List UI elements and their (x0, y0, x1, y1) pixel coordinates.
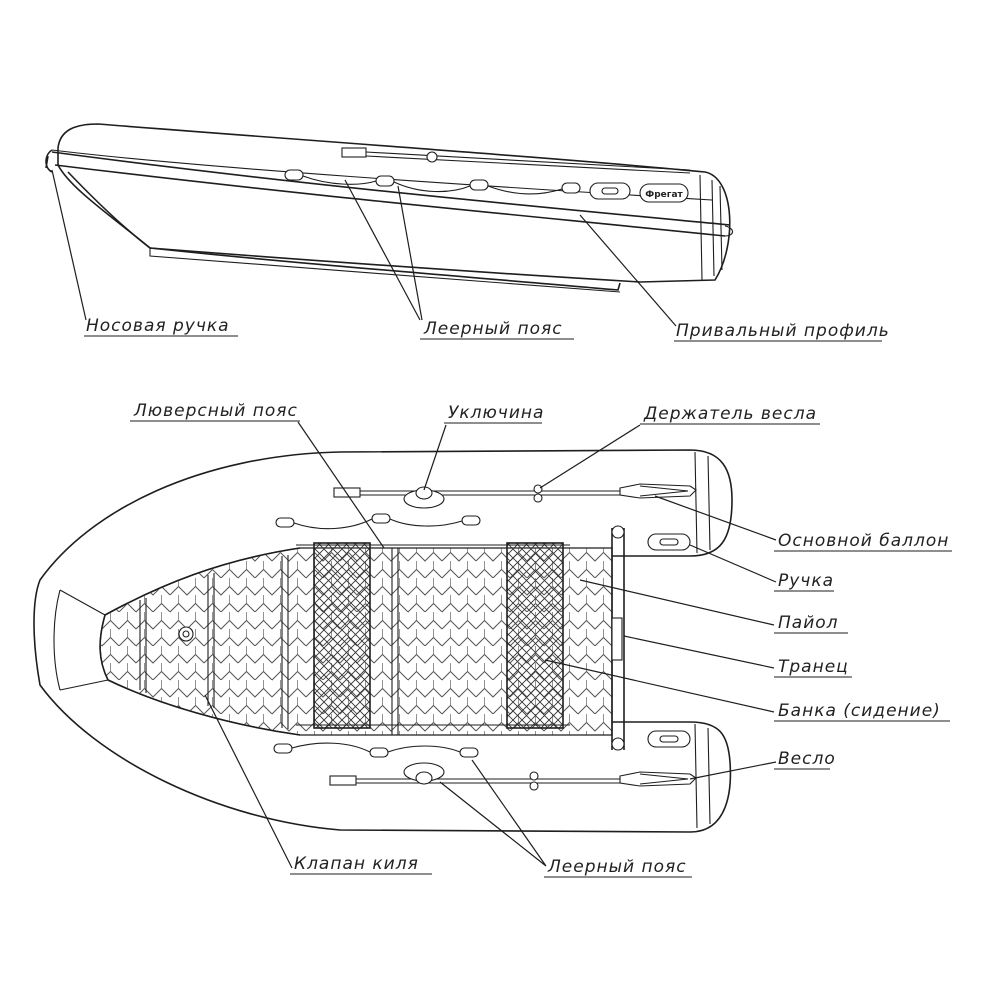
leader-bow-handle (51, 169, 87, 321)
label-grommet-belt: Люверсный пояс (133, 401, 298, 421)
side-view: Фрегат Носовая ручка Леерный пояс Привал… (45, 123, 890, 342)
side-oar-shaft (365, 151, 691, 174)
leader-floor (579, 579, 775, 626)
leader-oar (689, 761, 777, 780)
label-transom: Транец (778, 657, 849, 677)
label-oarlock: Уключина (448, 403, 544, 423)
label-main-tube: Основной баллон (778, 531, 949, 551)
keel-valve (178, 626, 194, 642)
label-bow-handle: Носовая ручка (86, 316, 230, 336)
oar-holder-bottom (529, 771, 539, 781)
side-oarlock (426, 151, 438, 163)
side-stern-cap (699, 174, 723, 281)
leader-transom (623, 635, 775, 669)
side-bow-handle (45, 149, 53, 173)
leader-handle (689, 544, 777, 583)
stern-caps (694, 451, 711, 829)
oarlock-top (403, 486, 445, 509)
oar-bottom (329, 771, 697, 787)
side-hull (67, 171, 621, 291)
leader-rub-strake (579, 214, 677, 327)
leader-grommet-belt (297, 421, 385, 549)
oar-top (333, 483, 697, 499)
side-logo-text: Фрегат (645, 190, 683, 200)
top-view: Люверсный пояс Уключина Держатель весла … (33, 401, 952, 878)
leader-keel-valve (204, 694, 293, 869)
lifeline-top-view (275, 513, 481, 530)
label-oar-holder: Держатель весла (643, 404, 817, 424)
bow-inner (53, 589, 109, 691)
leader-oarlock (423, 424, 447, 491)
side-oar-grip (341, 147, 367, 158)
leader-oar-holder (539, 424, 641, 489)
label-lifeline-bottom: Леерный пояс (547, 857, 687, 877)
leader-main-tube (654, 495, 777, 541)
leader-lifeline-bottom (439, 759, 547, 867)
label-rub-strake: Привальный профиль (676, 321, 890, 341)
label-bench: Банка (сидение) (778, 701, 941, 721)
oarlock-bottom (403, 762, 445, 785)
bench-rear (506, 542, 564, 729)
side-rub-strake (51, 151, 731, 237)
label-handle: Ручка (778, 571, 834, 591)
label-keel-valve: Клапан киля (294, 854, 419, 874)
label-floor: Пайол (778, 613, 839, 633)
label-lifeline-top: Леерный пояс (423, 319, 563, 339)
side-logo-plate (639, 183, 689, 203)
leader-bench (544, 659, 775, 713)
transom-board (611, 617, 623, 661)
lifeline-bottom-view (273, 742, 479, 758)
leader-lifeline-top (344, 179, 423, 321)
label-oar: Весло (778, 749, 836, 769)
tube-outer (33, 449, 733, 833)
side-lifeline (284, 169, 581, 195)
bench-front (313, 542, 371, 729)
oar-holder-top (533, 484, 543, 494)
